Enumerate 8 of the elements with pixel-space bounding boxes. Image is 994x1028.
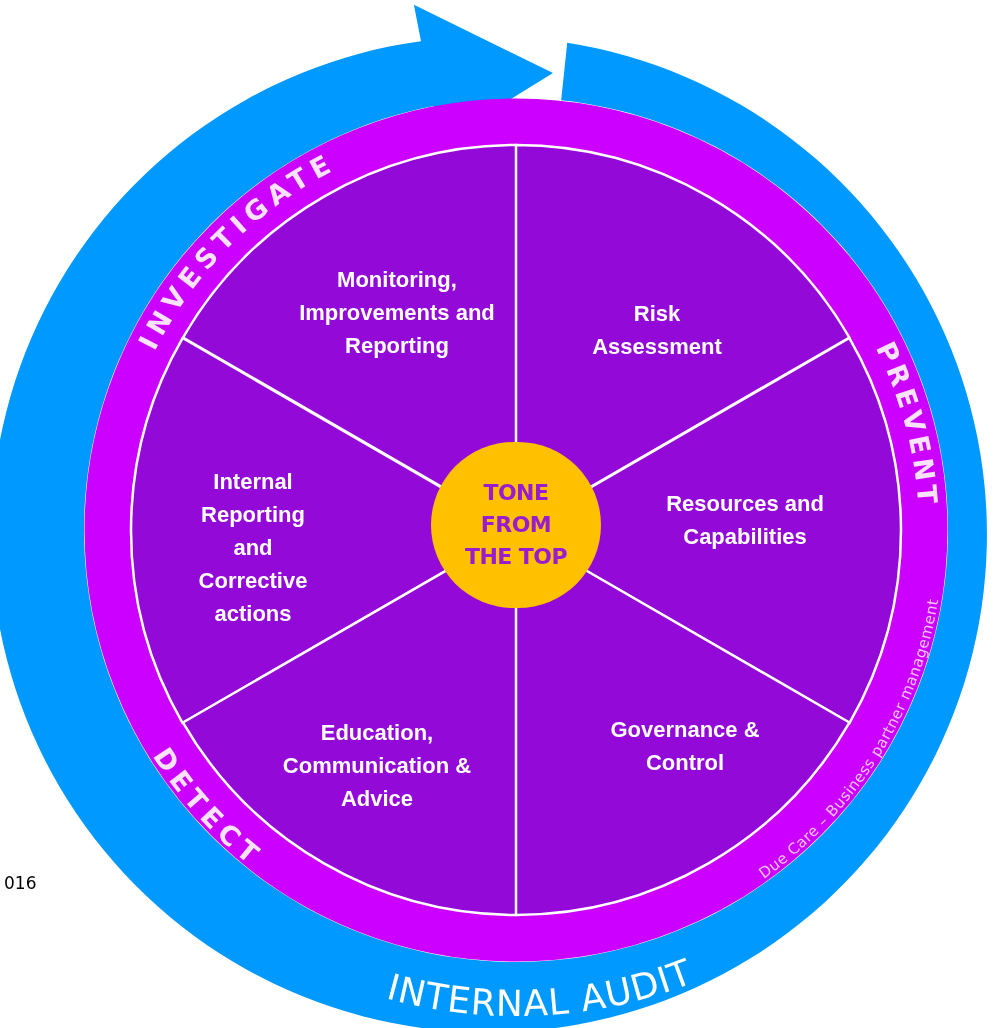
sector-label: Internal Reporting and Corrective actions [197, 467, 309, 628]
sector-label: Education, Communication & Advice [281, 718, 473, 813]
center-label: TONE FROM THE TOP [464, 479, 568, 571]
curved-label: INTERNAL AUDIT [383, 950, 698, 1025]
note-text: 016 [4, 872, 37, 895]
sector-label: Governance & Control [609, 716, 761, 777]
sector-label: Risk Assessment [591, 300, 723, 361]
sector-label: Resources and Capabilities [665, 490, 825, 551]
